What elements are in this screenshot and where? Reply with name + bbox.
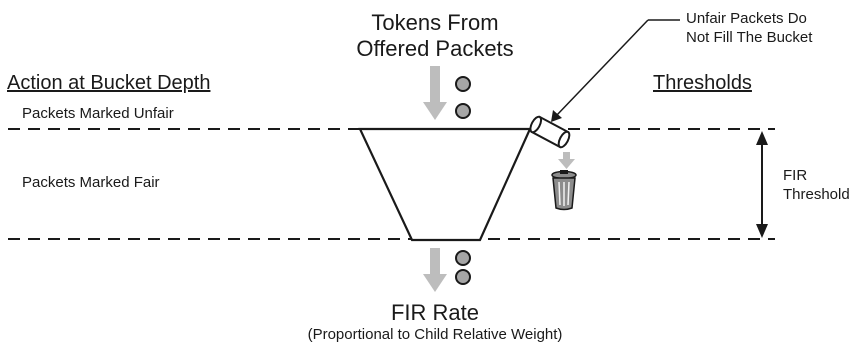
trash-can-icon bbox=[551, 170, 577, 211]
token-circle-icon bbox=[455, 250, 471, 266]
tilted-cylinder-icon bbox=[529, 115, 571, 149]
top-label-line1: Tokens From bbox=[371, 10, 499, 35]
callout-line2: Not Fill The Bucket bbox=[686, 29, 813, 46]
token-circle-icon bbox=[455, 76, 471, 92]
token-circle-icon bbox=[455, 103, 471, 119]
gray-down-arrow-icon bbox=[423, 248, 447, 292]
token-circle-icon bbox=[455, 269, 471, 285]
callout-leader bbox=[551, 19, 680, 122]
callout-text: Unfair Packets Do Not Fill The Bucket bbox=[686, 9, 812, 47]
threshold-line2: Threshold bbox=[783, 186, 850, 203]
gray-down-arrow-icon bbox=[423, 66, 447, 120]
left-header: Action at Bucket Depth bbox=[7, 72, 211, 94]
right-header: Thresholds bbox=[653, 72, 752, 94]
gray-down-arrow-icon bbox=[558, 152, 575, 169]
threshold-line1: FIR bbox=[783, 167, 808, 184]
zone-fair-label: Packets Marked Fair bbox=[22, 174, 160, 191]
double-arrow-icon bbox=[756, 131, 768, 238]
bottom-title: FIR Rate bbox=[390, 300, 480, 325]
zone-unfair-label: Packets Marked Unfair bbox=[22, 105, 174, 122]
callout-line1: Unfair Packets Do bbox=[686, 10, 807, 27]
token-bucket bbox=[358, 127, 532, 242]
threshold-label: FIR Threshold bbox=[783, 166, 850, 204]
top-label-line2: Offered Packets bbox=[356, 36, 514, 61]
top-label: Tokens From Offered Packets bbox=[335, 10, 535, 62]
bottom-subtitle: (Proportional to Child Relative Weight) bbox=[307, 326, 563, 343]
